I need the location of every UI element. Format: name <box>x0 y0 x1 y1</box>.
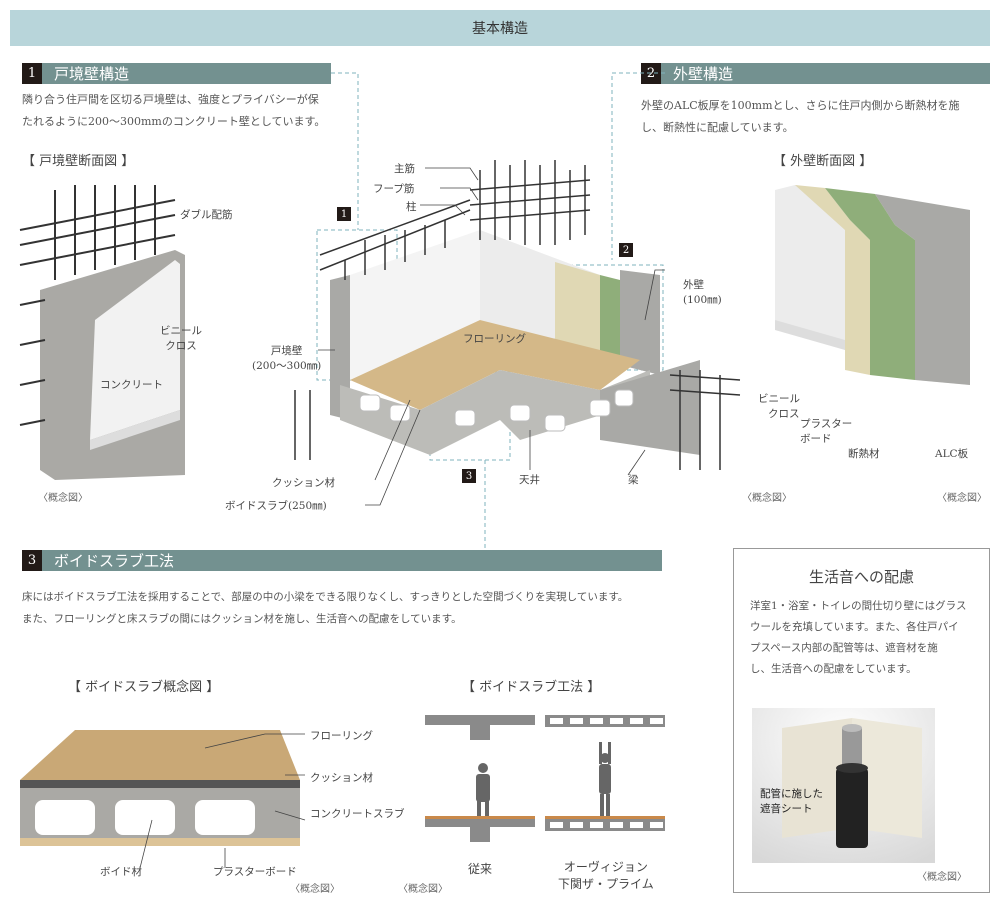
concept-note: 〈概念図〉 <box>917 872 967 883</box>
section1-subtitle: 【 戸境壁断面図 】 <box>22 154 135 169</box>
label-exterior-wall: 外壁 (100㎜) <box>683 277 722 307</box>
label-concrete: コンクリート <box>100 379 163 391</box>
section-title: 外壁構造 <box>673 65 734 83</box>
text-line: し、断熱性に配慮しています。 <box>641 121 794 134</box>
label-plaster-board: プラスターボード <box>800 416 852 446</box>
label-plaster-board: プラスターボード <box>213 866 297 878</box>
label-column: 柱 <box>406 201 417 213</box>
label-line: 下関ザ・プライム <box>558 877 654 891</box>
section3-header: 3 ボイドスラブ工法 <box>22 550 662 571</box>
text-line: また、フローリングと床スラブの間にはクッション材を施し、生活音への配慮をしていま… <box>22 613 462 625</box>
label-flooring: フローリング <box>310 730 373 742</box>
label-line: 戸境壁 <box>270 345 303 357</box>
label-cushion: クッション材 <box>272 477 335 489</box>
void-slab-illustration <box>20 730 300 846</box>
section2-subtitle: 【 外壁断面図 】 <box>773 154 873 169</box>
concept-note: 〈概念図〉 <box>290 884 340 895</box>
label-party-wall: 戸境壁 (200〜300㎜) <box>252 343 321 373</box>
label-line: ビニール <box>758 393 800 405</box>
label-beam: 梁 <box>628 474 639 486</box>
label-hoop-rebar: フープ筋 <box>373 183 415 195</box>
label-new-method: オーヴィジョン下関ザ・プライム <box>558 858 654 892</box>
label-line: 配管に施した <box>760 788 823 800</box>
marker-3: 3 <box>462 469 476 483</box>
label-void-material: ボイド材 <box>100 866 142 878</box>
label-line: ボード <box>800 433 832 445</box>
label-insulation: 断熱材 <box>848 448 880 460</box>
label-line: 遮音シート <box>760 803 813 815</box>
marker-2: 2 <box>619 243 633 257</box>
side-title: 生活音への配慮 <box>808 568 914 586</box>
text-line: し、生活音への配慮をしています。 <box>750 663 917 675</box>
concept-note: 〈概念図〉 <box>742 493 792 504</box>
marker-1: 1 <box>337 207 351 221</box>
text-line: 洋室1・浴室・トイレの間仕切り壁にはグラス <box>750 600 967 612</box>
label-line: クロス <box>165 340 197 352</box>
label-line: (100㎜) <box>683 294 722 306</box>
text-line: ウールを充填しています。また、各住戸パイ <box>750 621 959 633</box>
label-double-rebar: ダブル配筋 <box>180 209 233 221</box>
label-cushion: クッション材 <box>310 772 373 784</box>
label-vinyl-cloth: ビニールクロス <box>758 391 800 421</box>
page-banner: 基本構造 <box>10 10 990 46</box>
label-alc: ALC板 <box>935 448 969 460</box>
section-title: 戸境壁構造 <box>54 65 130 83</box>
text-line: プスペース内部の配管等は、遮音材を施 <box>750 642 938 654</box>
label-concrete-slab: コンクリートスラブ <box>310 808 405 820</box>
text-line: 床にはボイドスラブ工法を採用することで、部屋の中の小梁をできる限りなくし、すっき… <box>22 591 629 603</box>
void-slab-method-title: 【 ボイドスラブ工法 】 <box>462 680 601 695</box>
section2-text: 外壁のALC板厚を100mmとし、さらに住戸内側から断熱材を施し、断熱性に配慮し… <box>641 95 960 139</box>
label-flooring: フローリング <box>463 333 526 345</box>
section-title: ボイドスラブ工法 <box>54 552 175 570</box>
text-line: 外壁のALC板厚を100mmとし、さらに住戸内側から断熱材を施 <box>641 99 960 112</box>
void-slab-leaders <box>139 733 306 869</box>
label-vinyl-cloth: ビニールクロス <box>160 323 202 353</box>
section-number: 1 <box>22 63 42 84</box>
section1-text: 隣り合う住戸間を区切る戸境壁は、強度とプライバシーが保たれるように200〜300… <box>22 89 325 133</box>
exterior-wall-illustration <box>775 185 970 385</box>
label-conventional: 従来 <box>468 862 493 876</box>
label-void-slab: ボイドスラブ(250㎜) <box>225 500 327 512</box>
section1-header: 1 戸境壁構造 <box>22 63 331 84</box>
party-wall-illustration <box>19 185 185 480</box>
living-sound-box <box>733 548 990 893</box>
concept-note: 〈概念図〉 <box>398 884 448 895</box>
label-line: (200〜300㎜) <box>252 360 322 372</box>
concept-note: 〈概念図〉 <box>937 493 987 504</box>
side-text: 洋室1・浴室・トイレの間仕切り壁にはグラスウールを充填しています。また、各住戸パ… <box>750 596 966 680</box>
structure-illustration <box>294 72 741 548</box>
label-line: オーヴィジョン <box>563 860 648 874</box>
void-slab-concept-title: 【 ボイドスラブ概念図 】 <box>68 680 220 695</box>
label-line: プラスター <box>800 418 853 430</box>
pipe-illustration <box>752 708 935 863</box>
section-number: 3 <box>22 550 42 571</box>
text-line: 隣り合う住戸間を区切る戸境壁は、強度とプライバシーが保 <box>22 93 319 106</box>
label-line: クロス <box>768 408 800 420</box>
label-pipe-sound-sheet: 配管に施した遮音シート <box>760 786 823 816</box>
method-comparison <box>425 715 665 842</box>
banner-title: 基本構造 <box>472 21 528 37</box>
text-line: たれるように200〜300mmのコンクリート壁としています。 <box>22 115 326 128</box>
label-line: ビニール <box>160 325 202 337</box>
label-ceiling: 天井 <box>519 474 540 486</box>
label-line: 外壁 <box>683 279 704 291</box>
concept-note: 〈概念図〉 <box>38 493 88 504</box>
label-main-rebar: 主筋 <box>394 163 415 175</box>
section3-text: 床にはボイドスラブ工法を採用することで、部屋の中の小梁をできる限りなくし、すっき… <box>22 586 628 630</box>
